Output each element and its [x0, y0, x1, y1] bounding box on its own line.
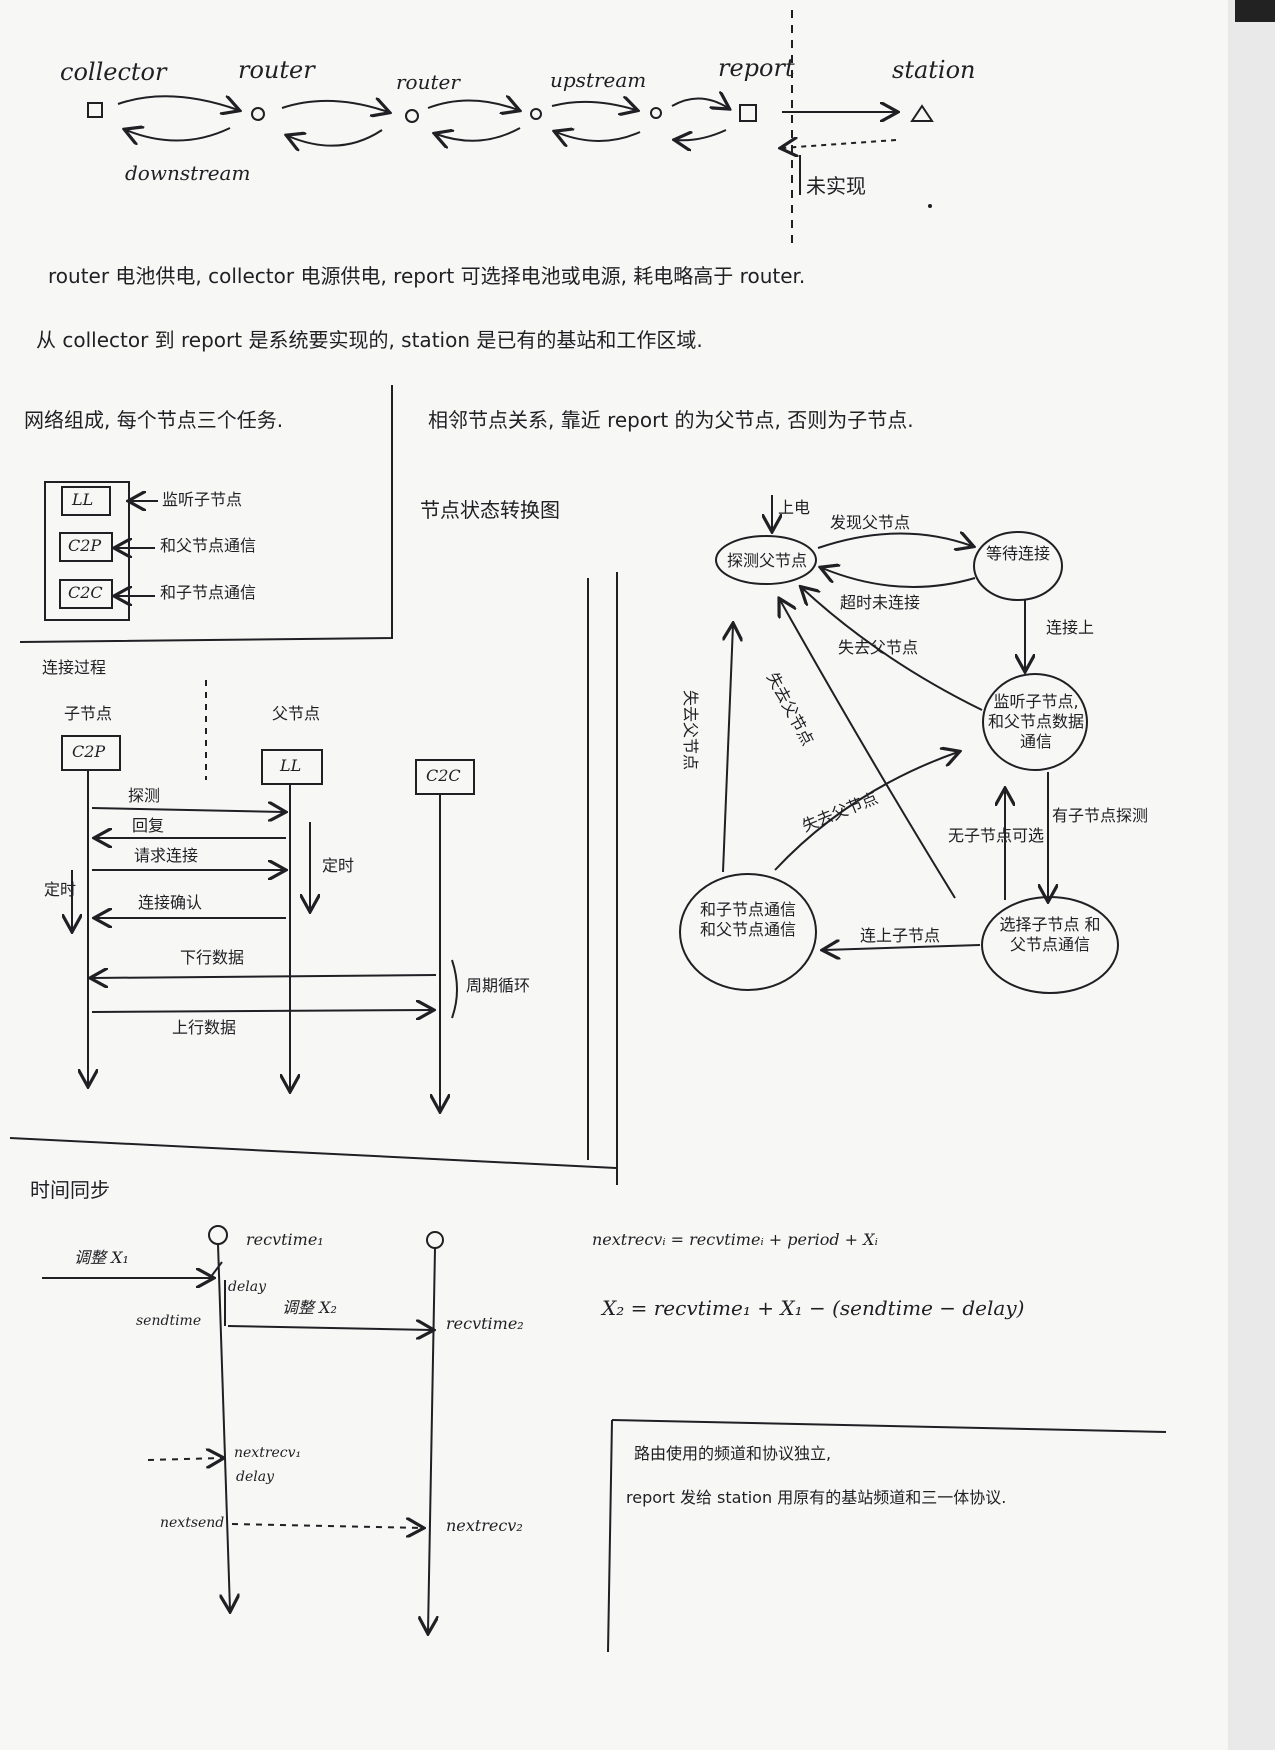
topo-label-router-1: router — [238, 56, 315, 84]
topo-label-router-2: router — [396, 70, 460, 94]
seq-child-label: 子节点 — [64, 704, 113, 723]
sync-title: 时间同步 — [30, 1178, 110, 1202]
sync-delay-2: delay — [236, 1469, 274, 1485]
bottom-note-line-1: 路由使用的频道和协议独立, — [634, 1444, 832, 1463]
task-tag-c2c: C2C — [68, 583, 103, 602]
seq-msg-downlink: 下行数据 — [180, 948, 245, 967]
seq-msg-probe: 探测 — [128, 786, 161, 805]
trans-connect-child: 连上子节点 — [860, 926, 941, 945]
state-listen: 监听子节点, 和父节点数据通信 — [988, 692, 1085, 751]
seq-msg-reply: 回复 — [132, 816, 165, 835]
seq-parent-label: 父节点 — [272, 704, 321, 723]
sync-nextrecv-2: nextrecv₂ — [446, 1516, 523, 1535]
task-desc-c2c: 和子节点通信 — [160, 583, 257, 602]
station-node — [910, 104, 934, 122]
trans-power-on: 上电 — [778, 498, 811, 517]
trans-found-parent: 发现父节点 — [830, 513, 911, 532]
upstream-node — [530, 108, 542, 120]
topo-label-report: report — [718, 54, 795, 82]
sync-formula-2: X₂ = recvtime₁ + X₁ − (sendtime − delay) — [602, 1296, 1025, 1320]
topo-label-station: station — [892, 56, 976, 84]
state-search: 探测父节点 — [726, 551, 807, 570]
seq-timer-label: 定时 — [322, 856, 355, 875]
trans-lost-parent-b: 失去父节点 — [681, 690, 700, 771]
state-diagram-title: 节点状态转换图 — [420, 498, 560, 522]
state-comm: 和子节点通信 和父节点通信 — [699, 900, 796, 939]
router-node-3 — [650, 107, 662, 119]
trans-no-child: 无子节点可选 — [948, 826, 1045, 845]
seq-box-c2c — [415, 759, 475, 795]
task-tag-ll: LL — [72, 490, 94, 509]
seq-box-ll — [261, 749, 323, 785]
trans-timeout: 超时未连接 — [840, 593, 921, 612]
paper-edge — [1228, 0, 1275, 1750]
seq-msg-confirm: 连接确认 — [138, 893, 203, 912]
paper-sheet — [0, 0, 1228, 1750]
router-node-2 — [405, 109, 419, 123]
state-search-ellipse — [715, 535, 817, 585]
seq-msg-uplink: 上行数据 — [172, 1018, 237, 1037]
seq-timer-label-left: 定时 — [44, 880, 77, 899]
note-line-2: 从 collector 到 report 是系统要实现的, station 是已… — [36, 328, 703, 352]
task-box-ll — [61, 486, 111, 516]
seq-msg-request: 请求连接 — [134, 846, 199, 865]
topo-label-upstream: upstream — [550, 68, 647, 92]
sync-nextrecv-1: nextrecv₁ — [234, 1445, 302, 1461]
task-desc-ll: 监听子节点 — [162, 490, 243, 509]
state-wait-ellipse — [973, 531, 1063, 601]
seq-title: 连接过程 — [42, 658, 107, 677]
trans-connected: 连接上 — [1046, 618, 1095, 637]
trans-child-probe: 有子节点探测 — [1052, 806, 1149, 825]
state-wait: 等待连接 — [985, 544, 1050, 563]
note-line-1: router 电池供电, collector 电源供电, report 可选择电… — [48, 264, 806, 288]
topo-label-collector: collector — [60, 58, 167, 86]
topo-label-downstream: downstream — [125, 161, 251, 185]
sync-adjust-2: 调整 X₂ — [282, 1298, 337, 1317]
state-comm-ellipse — [679, 873, 817, 991]
router-node-1 — [251, 107, 265, 121]
sync-recvtime-1: recvtime₁ — [246, 1230, 324, 1249]
scan-corner — [1235, 0, 1275, 22]
sync-delay: delay — [228, 1279, 266, 1295]
tasks-title: 网络组成, 每个节点三个任务. — [24, 408, 284, 432]
seq-box-ll-label: LL — [280, 756, 302, 775]
sync-nextsend: nextsend — [160, 1515, 225, 1531]
sync-node-b — [426, 1231, 444, 1249]
seq-box-c2p-label: C2P — [72, 742, 106, 761]
topo-label-not-implemented: 未实现 — [806, 174, 866, 198]
sync-adjust-1: 调整 X₁ — [74, 1248, 129, 1267]
seq-box-c2p — [61, 735, 121, 771]
sync-recvtime-2: recvtime₂ — [446, 1314, 524, 1333]
report-node — [739, 104, 757, 122]
state-listen-ellipse — [982, 673, 1088, 771]
task-tag-c2p: C2P — [68, 536, 102, 555]
trans-lost-parent-a: 失去父节点 — [838, 638, 919, 657]
state-select: 选择子节点 和父节点通信 — [999, 915, 1101, 954]
sync-sendtime: sendtime — [136, 1313, 202, 1329]
seq-box-c2c-label: C2C — [426, 766, 461, 785]
relation-note: 相邻节点关系, 靠近 report 的为父节点, 否则为子节点. — [428, 408, 914, 432]
collector-node — [87, 102, 103, 118]
sync-formula-1: nextrecvᵢ = recvtimeᵢ + period + Xᵢ — [592, 1230, 878, 1249]
bottom-note-line-2: report 发给 station 用原有的基站频道和三一体协议. — [626, 1488, 1007, 1507]
seq-cycle-label: 周期循环 — [466, 976, 531, 995]
task-desc-c2p: 和父节点通信 — [160, 536, 257, 555]
sync-node-a — [208, 1225, 228, 1245]
